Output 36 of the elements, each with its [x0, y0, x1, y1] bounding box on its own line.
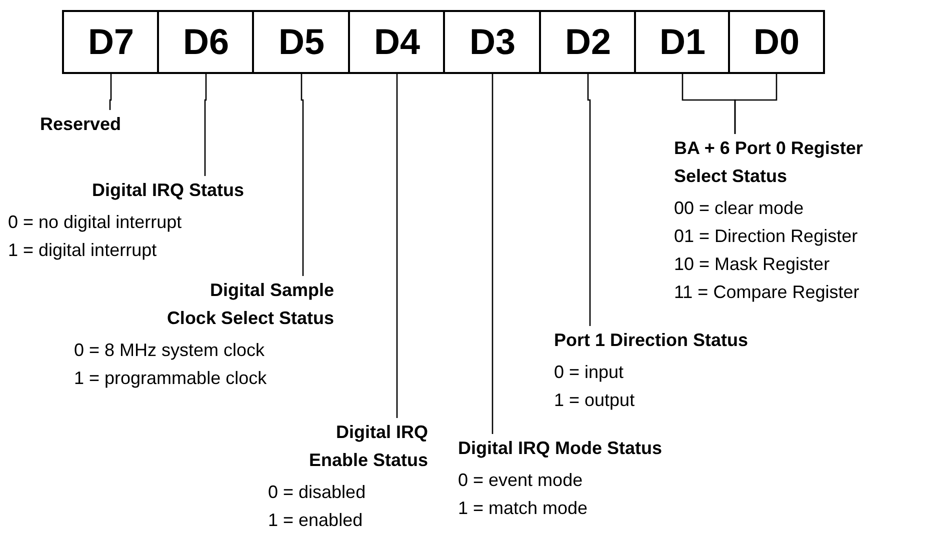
value-description: 11 = Compare Register: [674, 281, 860, 304]
value-description: 0 = disabled: [268, 481, 366, 504]
leader-line: [734, 74, 778, 134]
register-bit-cell: D0: [728, 10, 825, 74]
field-heading: Digital IRQ Enable Status: [308, 421, 428, 472]
field-heading: Port 1 Direction Status: [554, 329, 750, 352]
value-description: 00 = clear mode: [674, 197, 804, 220]
leader-line: [300, 74, 304, 276]
register-bit-cell: D5: [252, 10, 351, 74]
field-heading: Digital Sample Clock Select Status: [166, 279, 334, 330]
register-bit-cell: D1: [634, 10, 731, 74]
value-description: 01 = Direction Register: [674, 225, 858, 248]
register-bit-cell: D2: [539, 10, 637, 74]
value-description: 1 = output: [554, 389, 635, 412]
leader-line: [204, 74, 207, 176]
value-description: 0 = no digital interrupt: [8, 211, 182, 234]
field-heading: BA + 6 Port 0 Register Select Status: [674, 137, 864, 188]
leader-line: [587, 74, 591, 326]
field-heading: Reserved: [40, 113, 122, 136]
register-bit-cell: D7: [62, 10, 160, 74]
register-bit-cell: D3: [443, 10, 542, 74]
leader-line: [396, 74, 398, 418]
leader-line: [109, 74, 112, 110]
value-description: 0 = event mode: [458, 469, 583, 492]
value-description: 1 = digital interrupt: [8, 239, 157, 262]
value-description: 1 = match mode: [458, 497, 588, 520]
value-description: 1 = programmable clock: [74, 367, 267, 390]
field-heading: Digital IRQ Status: [90, 179, 244, 202]
field-heading: Digital IRQ Mode Status: [458, 437, 664, 460]
value-description: 1 = enabled: [268, 509, 363, 532]
leader-line: [492, 74, 494, 434]
register-bit-cell: D6: [157, 10, 255, 74]
value-description: 10 = Mask Register: [674, 253, 830, 276]
value-description: 0 = input: [554, 361, 624, 384]
register-bit-cell: D4: [348, 10, 446, 74]
value-description: 0 = 8 MHz system clock: [74, 339, 265, 362]
